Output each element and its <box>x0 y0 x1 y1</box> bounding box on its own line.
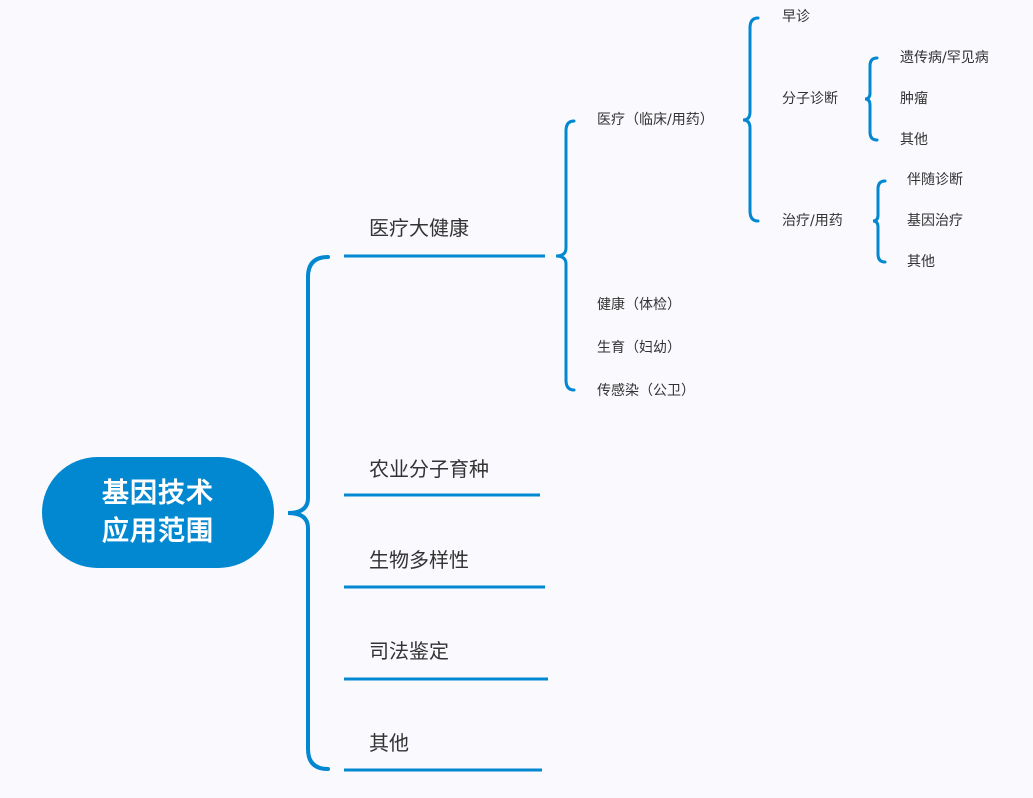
node-medical[interactable]: 医疗（临床/用药） <box>597 112 714 128</box>
molecular-brace <box>864 56 879 142</box>
branch-agriculture[interactable]: 农业分子育种 <box>369 457 489 481</box>
node-birth[interactable]: 生育（妇幼） <box>597 340 681 356</box>
node-molecular[interactable]: 分子诊断 <box>782 91 838 107</box>
node-companion-dx[interactable]: 伴随诊断 <box>907 172 963 188</box>
node-treatment[interactable]: 治疗/用药 <box>782 213 843 229</box>
node-tumor[interactable]: 肿瘤 <box>900 91 928 107</box>
root-line1: 基因技术 <box>102 477 214 509</box>
root-node[interactable]: 基因技术 应用范围 <box>42 457 274 568</box>
branch-other[interactable]: 其他 <box>369 731 409 755</box>
branch-forensic[interactable]: 司法鉴定 <box>369 639 449 663</box>
node-genetic-disease[interactable]: 遗传病/罕见病 <box>900 50 989 66</box>
branch-health[interactable]: 医疗大健康 <box>369 216 469 240</box>
medical-brace <box>742 16 760 223</box>
node-molecular-other[interactable]: 其他 <box>900 132 928 148</box>
node-early[interactable]: 早诊 <box>782 9 810 25</box>
treatment-brace <box>872 179 887 264</box>
node-treatment-other[interactable]: 其他 <box>907 254 935 270</box>
branch-biodiversity[interactable]: 生物多样性 <box>369 548 469 572</box>
root-line2: 应用范围 <box>102 515 214 547</box>
node-gene-therapy[interactable]: 基因治疗 <box>907 213 963 229</box>
health-brace <box>555 119 576 392</box>
node-checkup[interactable]: 健康（体检） <box>597 297 681 313</box>
root-brace <box>287 255 330 771</box>
node-infection[interactable]: 传感染（公卫） <box>597 383 695 399</box>
